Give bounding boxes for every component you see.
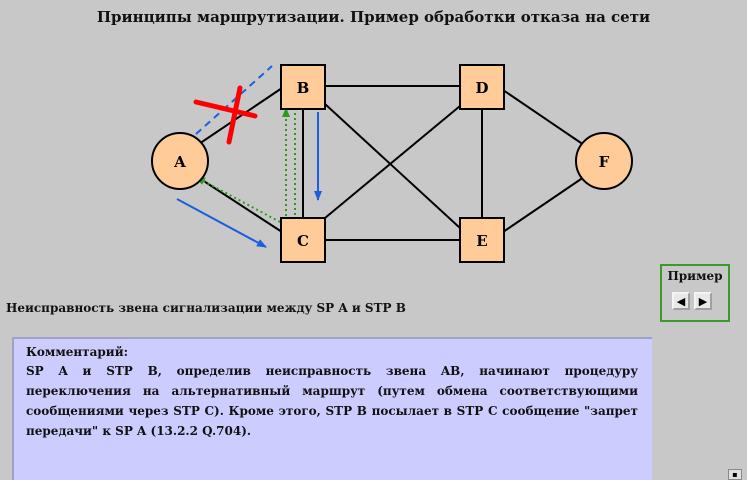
- link-a-b: [192, 87, 283, 149]
- example-label: Пример: [667, 269, 723, 283]
- link-c-d: [324, 105, 461, 219]
- corner-button[interactable]: ▪: [728, 469, 742, 480]
- previous-step-button[interactable]: ◀: [672, 292, 690, 310]
- links: [192, 85, 585, 241]
- node-d-label: D: [475, 79, 488, 97]
- node-f: F: [575, 132, 633, 190]
- link-e-f: [502, 176, 585, 233]
- node-e: E: [459, 217, 505, 263]
- node-b: B: [280, 64, 326, 110]
- page-title: Принципы маршрутизации. Пример обработки…: [96, 8, 651, 26]
- node-f-label: F: [599, 153, 610, 171]
- network-diagram: A B C D E F: [151, 64, 633, 263]
- node-b-label: B: [297, 79, 310, 97]
- link-d-f: [502, 89, 585, 146]
- signalling-arrow-c-a: [195, 176, 281, 223]
- comment-title: Комментарий:: [26, 345, 129, 359]
- node-a: A: [151, 132, 209, 190]
- failed-link-path: [195, 65, 273, 135]
- failure-cross-icon: [193, 85, 258, 145]
- triangle-right-icon: ▶: [698, 294, 708, 308]
- node-a-label: A: [173, 153, 186, 171]
- comment-panel: Комментарий: SP A и STP B, определив неи…: [12, 337, 652, 480]
- node-c: C: [280, 217, 326, 263]
- comment-text: SP A и STP B, определив неисправность зв…: [26, 364, 638, 438]
- node-e-label: E: [476, 232, 487, 250]
- example-navigator: Пример ◀ ▶: [660, 264, 730, 322]
- triangle-left-icon: ◀: [676, 294, 686, 308]
- next-step-button[interactable]: ▶: [694, 292, 712, 310]
- small-box-icon: ▪: [732, 470, 738, 479]
- link-b-e: [324, 103, 461, 229]
- scenario-caption: Неисправность звена сигнализации между S…: [6, 301, 406, 315]
- node-c-label: C: [297, 232, 309, 250]
- link-a-c: [192, 173, 283, 233]
- changeover-arrow-a-c: [176, 198, 267, 248]
- node-d: D: [459, 64, 505, 110]
